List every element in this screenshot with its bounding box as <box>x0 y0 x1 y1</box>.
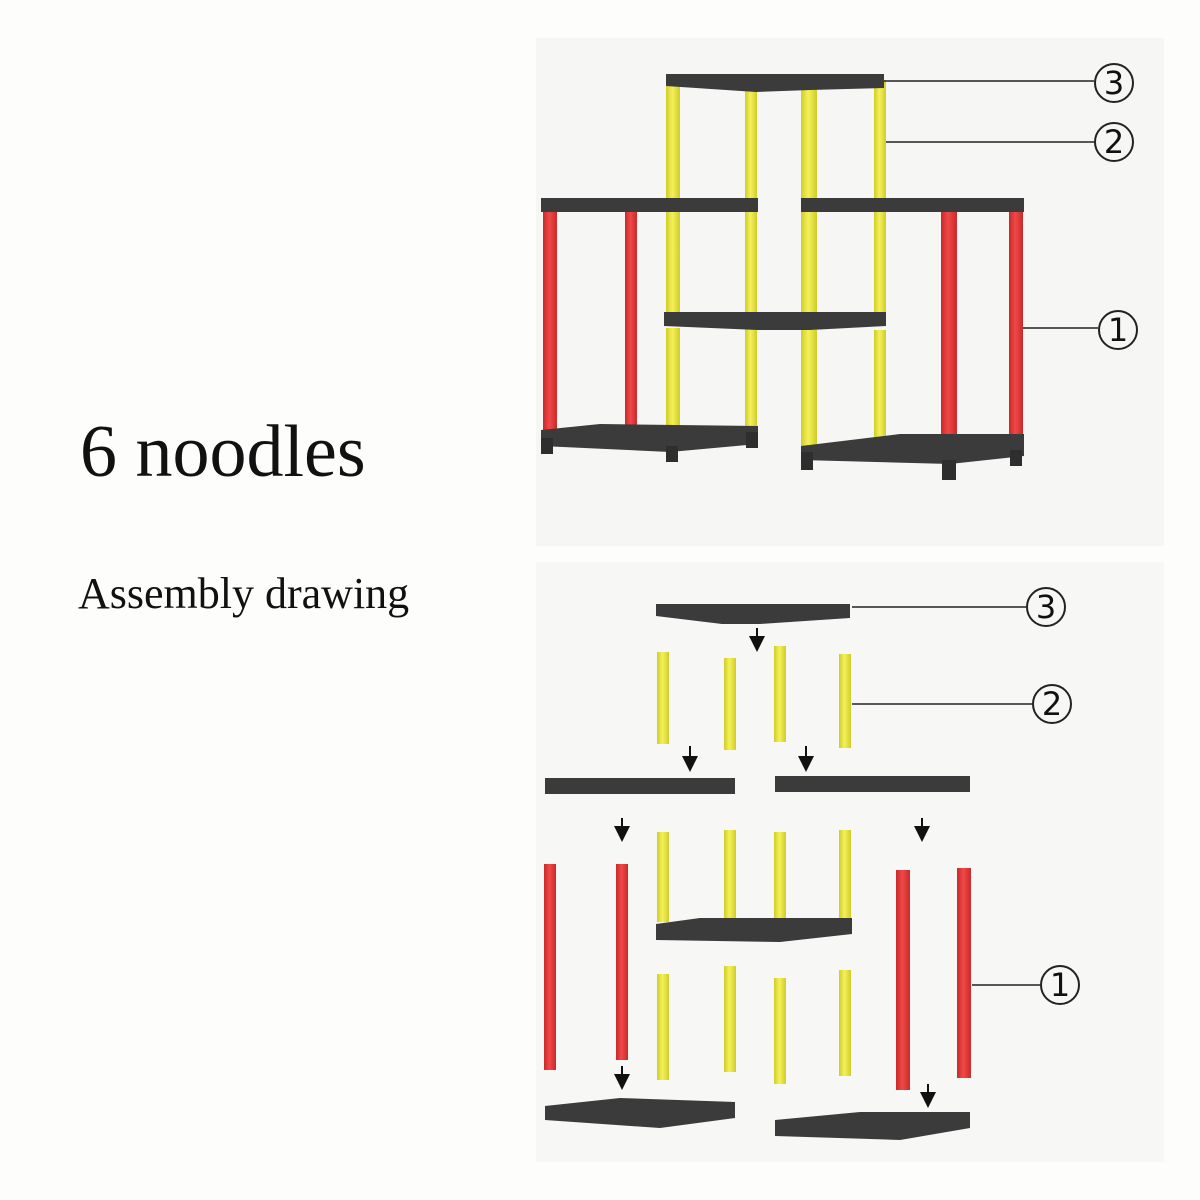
red-noodle <box>625 208 637 433</box>
shelf <box>545 1098 735 1128</box>
yellow-noodle <box>657 652 669 744</box>
shelf <box>541 424 758 452</box>
callout-label: 1 <box>1050 966 1070 1004</box>
callout-label: 3 <box>1104 64 1124 102</box>
callout-label: 2 <box>1042 685 1062 723</box>
yellow-noodle <box>745 88 757 204</box>
yellow-noodle <box>657 974 669 1080</box>
callout-part-3-bottom: 3 <box>852 587 1066 627</box>
callout-part-2-bottom: 2 <box>852 684 1072 724</box>
shelf <box>541 198 758 212</box>
red-noodle <box>543 208 557 440</box>
yellow-noodle <box>874 330 886 438</box>
yellow-noodle <box>839 654 851 748</box>
shelf <box>775 1112 970 1140</box>
red-noodle <box>616 864 628 1060</box>
exploded-parts <box>544 604 971 1140</box>
yellow-noodle <box>724 966 736 1072</box>
yellow-noodle <box>801 210 817 320</box>
shelf <box>656 604 850 624</box>
yellow-noodle <box>745 328 757 434</box>
yellow-noodle <box>666 210 680 320</box>
yellow-noodle <box>874 210 886 320</box>
shelf-foot <box>666 446 678 462</box>
shelf-foot <box>1010 450 1022 466</box>
shelf <box>664 312 886 330</box>
callout-label: 2 <box>1104 123 1124 161</box>
yellow-noodle <box>801 82 817 202</box>
yellow-noodle <box>801 330 817 448</box>
callout-label: 3 <box>1036 588 1056 626</box>
callout-part-2-top: 2 <box>886 122 1134 162</box>
shelf-foot <box>746 432 758 448</box>
yellow-noodle <box>774 978 786 1084</box>
yellow-noodle <box>724 830 736 922</box>
red-noodle <box>896 870 910 1090</box>
shelf <box>666 74 884 92</box>
page-title: 6 noodles <box>80 411 366 493</box>
assembled-unit <box>541 74 1024 480</box>
yellow-noodle <box>666 328 680 440</box>
yellow-noodle <box>745 210 757 320</box>
yellow-noodle <box>774 646 786 742</box>
red-noodle <box>941 212 957 457</box>
yellow-noodle <box>774 832 786 924</box>
callout-part-1-bottom: 1 <box>972 965 1080 1005</box>
callout-label: 1 <box>1108 311 1128 349</box>
shelf-foot <box>942 460 956 480</box>
shelf-foot <box>801 452 813 470</box>
callout-part-3-top: 3 <box>884 63 1134 103</box>
yellow-noodle <box>839 970 851 1076</box>
yellow-noodle <box>724 658 736 750</box>
red-noodle <box>1009 208 1023 448</box>
shelf <box>656 918 852 942</box>
callout-part-1-top: 1 <box>1023 310 1138 350</box>
yellow-noodle <box>874 80 886 200</box>
yellow-noodle <box>839 830 851 924</box>
shelf <box>545 778 735 794</box>
red-noodle <box>957 868 971 1078</box>
shelf <box>801 198 1024 212</box>
shelf-foot <box>541 438 553 454</box>
yellow-noodle <box>657 832 669 922</box>
page-subtitle: Assembly drawing <box>78 569 410 618</box>
shelf <box>775 776 970 792</box>
red-noodle <box>544 864 556 1070</box>
assembled-view-panel <box>536 38 1164 546</box>
shelf <box>801 434 1024 464</box>
yellow-noodle <box>666 82 680 204</box>
